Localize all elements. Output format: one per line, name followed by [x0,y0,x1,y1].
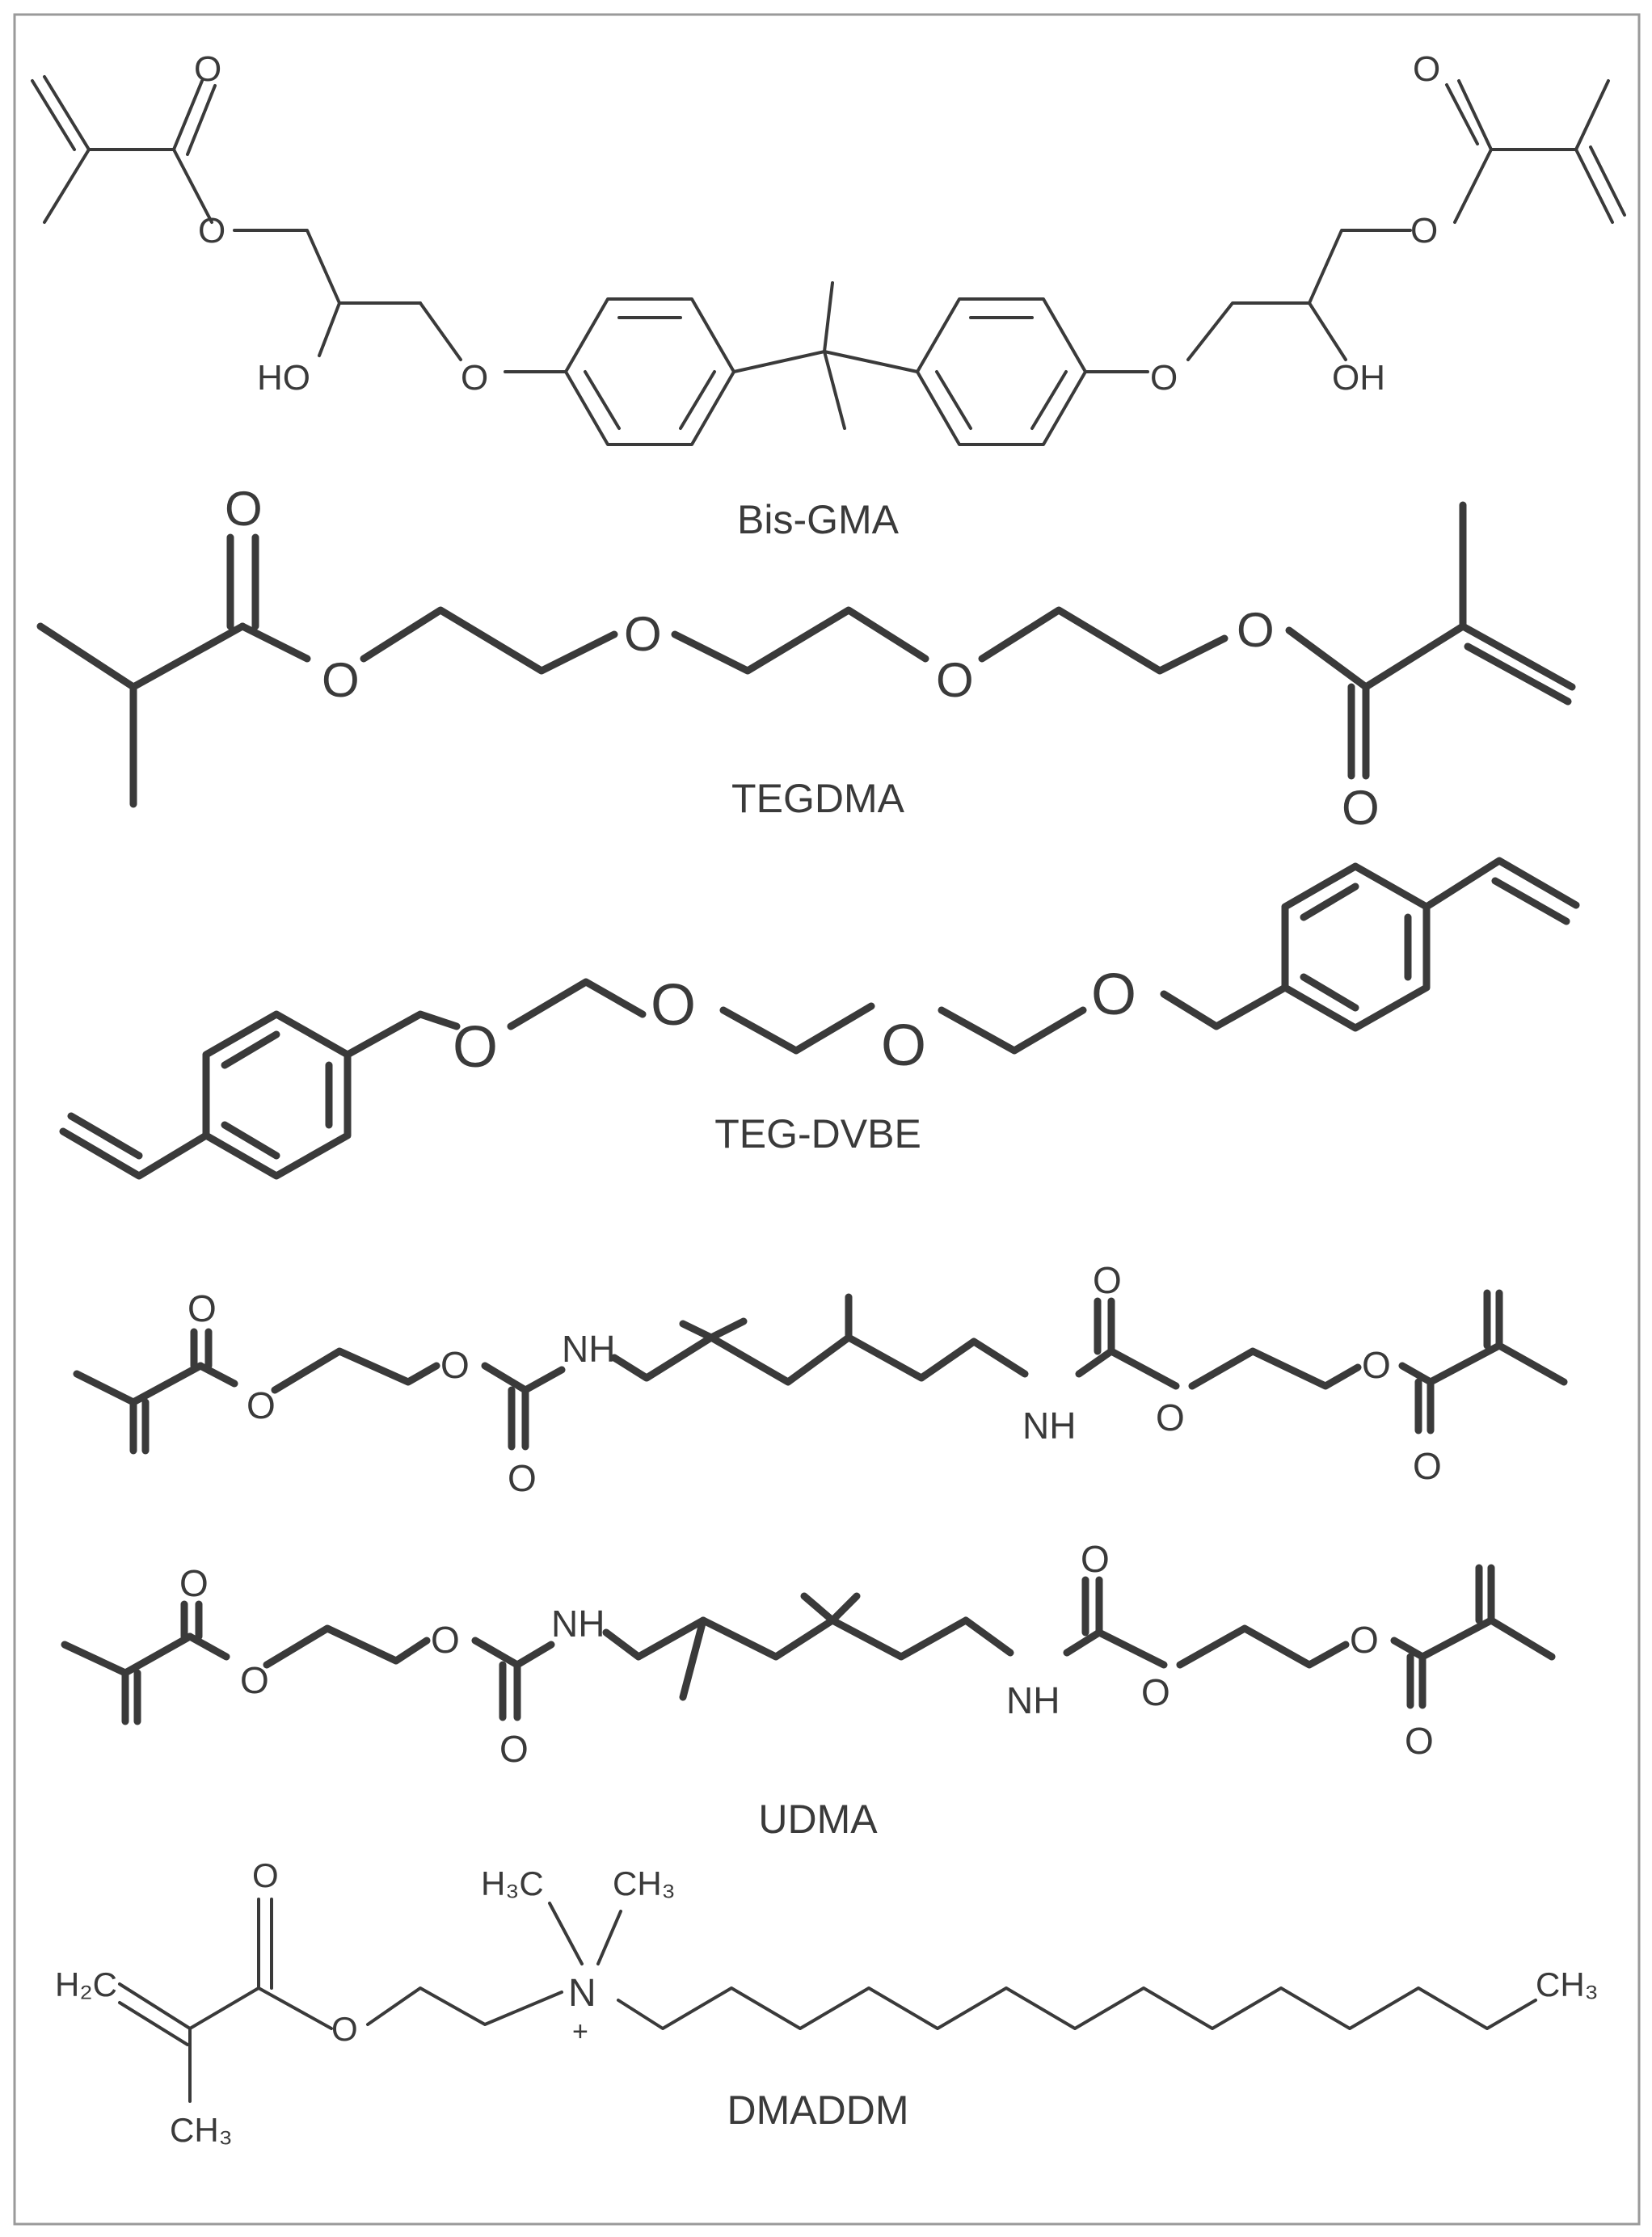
udma2-atom-nh: NH [1006,1679,1060,1721]
dmaddm-atom-o: O [331,2010,358,2048]
tegdma-atom-o: O [1342,781,1380,835]
figure-frame [13,13,1641,2226]
tegdvbe-atom-o: O [1091,963,1136,1027]
tegdma-atom-o: O [225,482,263,536]
bisgma-atom-oh: OH [1332,358,1385,398]
udma2-atom-o: O [1350,1619,1379,1661]
dmaddm-atom-ch3: CH₃ [613,1864,676,1902]
dmaddm-atom-n: N [568,1972,596,2015]
dmaddm-atom-h2c: H₂C [55,1965,117,2003]
tegdma-atom-o: O [624,607,662,661]
molecule-tegdma [36,501,1576,808]
dmaddm-atom-ch3: CH₃ [170,2111,233,2149]
bisgma-atom-o: O [461,358,488,398]
tegdma-atom-o: O [1237,603,1275,657]
udma1-atom-nh: NH [562,1328,615,1370]
molecule-bis-gma [31,75,1626,446]
udma2-atom-o: O [1141,1671,1170,1713]
tegdvbe-atom-o: O [881,1013,926,1078]
dmaddm-atom-o: O [252,1856,279,1894]
dmaddm-atom-ch3: CH₃ [1536,1965,1599,2003]
udma2-atom-o: O [1081,1538,1110,1580]
udma2-atom-o: O [240,1659,269,1701]
udma-caption: UDMA [758,1797,878,1842]
tegdvbe-atom-o: O [453,1015,498,1080]
udma1-atom-o: O [440,1344,470,1386]
bisgma-atom-ho: HO [257,358,310,398]
tegdvbe-caption: TEG-DVBE [714,1111,921,1156]
bisgma-atom-o: O [194,49,221,89]
udma1-atom-nh: NH [1022,1405,1076,1447]
dmaddm-caption: DMADDM [727,2087,909,2133]
udma2-atom-o: O [431,1619,460,1661]
bisgma-atom-o: O [1410,211,1438,251]
tegdvbe-atom-o: O [651,973,696,1038]
molecule-udma-isomer-2 [61,1564,1556,1725]
bisgma-atom-o: O [1413,49,1440,89]
udma1-atom-o: O [1362,1344,1391,1386]
bisgma-atom-o: O [1150,358,1178,398]
udma1-atom-o: O [188,1287,217,1329]
dmaddm-atom-h3c: H₃C [481,1864,544,1902]
udma2-atom-o: O [499,1728,529,1770]
udma1-atom-o: O [1093,1259,1122,1301]
tegdma-caption: TEGDMA [731,776,905,821]
tegdma-atom-o: O [322,653,360,707]
dmaddm-atom-plus: + [572,2016,588,2047]
udma1-atom-o: O [247,1384,276,1426]
udma1-atom-o: O [1413,1445,1442,1487]
molecule-dmaddm [118,1898,1537,2103]
tegdma-atom-o: O [936,653,974,707]
udma1-atom-o: O [1156,1397,1185,1439]
udma2-atom-o: O [1405,1720,1434,1762]
bisgma-atom-o: O [198,211,225,251]
molecule-udma-isomer-1 [73,1289,1568,1455]
molecule-teg-dvbe [59,857,1580,1180]
udma2-atom-nh: NH [551,1603,605,1645]
udma2-atom-o: O [179,1562,209,1604]
udma1-atom-o: O [508,1457,537,1499]
bisgma-caption: Bis-GMA [737,497,900,542]
